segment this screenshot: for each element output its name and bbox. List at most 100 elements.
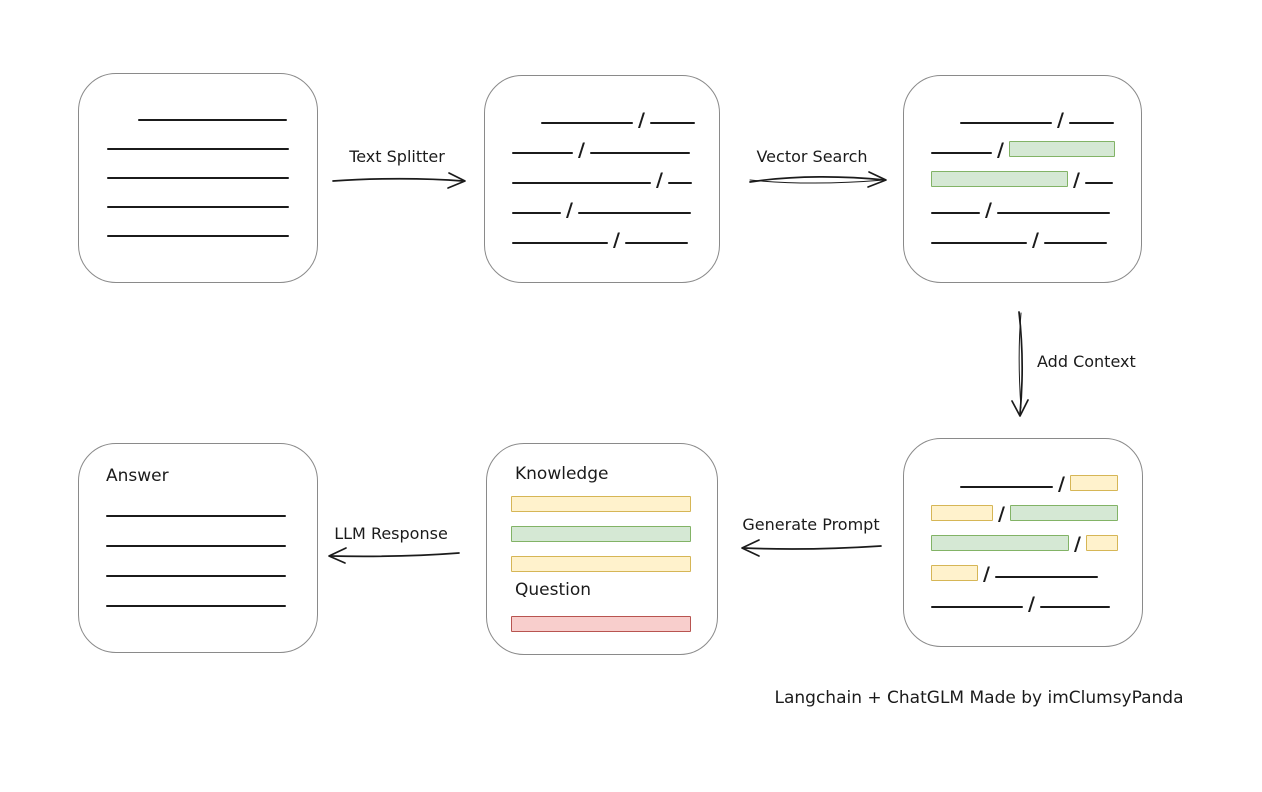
chunk-text-segment xyxy=(541,122,633,124)
chunk-text-segment xyxy=(960,122,1052,124)
document-text-lines xyxy=(79,74,317,282)
chunk-text-segment xyxy=(931,242,1027,244)
text-line xyxy=(107,177,289,179)
chunk-separator: / xyxy=(578,139,585,161)
generate-prompt-label: Generate Prompt xyxy=(742,515,880,534)
answer-text-lines xyxy=(79,444,317,652)
chunk-row: / xyxy=(931,98,1141,131)
chunk-highlight-yellow xyxy=(931,505,993,521)
chunk-text-segment xyxy=(589,152,690,154)
chunk-text-segment xyxy=(512,242,608,244)
answer-label: Answer xyxy=(106,466,169,486)
text-splitter-arrow xyxy=(332,172,466,189)
chunk-separator: / xyxy=(656,169,663,191)
diagram-caption: Langchain + ChatGLM Made by imClumsyPand… xyxy=(774,688,1184,708)
text-line xyxy=(107,235,289,237)
chunk-row: / xyxy=(931,582,1142,615)
chunk-highlight-yellow xyxy=(1069,475,1118,491)
node-split-chunks: / / / / / xyxy=(484,75,720,283)
chunk-row: / xyxy=(931,128,1141,161)
yellow-bar xyxy=(511,556,691,572)
text-line xyxy=(107,206,289,208)
add-context-arrow xyxy=(1011,311,1029,417)
chunk-separator: / xyxy=(985,199,992,221)
vector-search-arrow xyxy=(749,171,887,188)
node-source-document xyxy=(78,73,318,283)
yellow-bar xyxy=(511,496,691,512)
chunk-text-segment xyxy=(1039,606,1110,608)
chunk-text-segment xyxy=(512,182,651,184)
chunk-text-segment xyxy=(1043,242,1107,244)
add-context-label: Add Context xyxy=(1037,352,1136,371)
chunk-text-segment xyxy=(577,212,691,214)
split-chunk-rows: / / / / / xyxy=(485,76,719,282)
chunk-row: / xyxy=(512,188,719,221)
chunk-separator: / xyxy=(1074,533,1081,555)
chunk-row: / xyxy=(512,98,719,131)
chunk-row: / xyxy=(931,492,1142,525)
chunk-row: / xyxy=(512,158,719,191)
vector-search-label: Vector Search xyxy=(756,147,868,166)
chunk-text-segment xyxy=(649,122,695,124)
chunk-text-segment xyxy=(994,576,1098,578)
chunk-separator: / xyxy=(1032,229,1039,251)
chunk-text-segment xyxy=(512,212,561,214)
text-line xyxy=(106,545,286,547)
node-context-chunks: / / / / / xyxy=(903,438,1143,647)
generate-prompt-arrow xyxy=(741,539,882,557)
chunk-text-segment xyxy=(512,152,573,154)
red-bar xyxy=(511,616,691,632)
chunk-highlight-green xyxy=(931,535,1069,551)
question-bars xyxy=(511,616,691,646)
context-chunk-rows: / / / / / xyxy=(904,439,1142,646)
chunk-text-segment xyxy=(960,486,1053,488)
chunk-row: / xyxy=(931,188,1141,221)
green-bar xyxy=(511,526,691,542)
matched-chunk-rows: / / / / / xyxy=(904,76,1141,282)
text-line xyxy=(107,148,289,150)
chunk-row: / xyxy=(931,462,1142,495)
text-line xyxy=(138,119,287,121)
chunk-highlight-yellow xyxy=(931,565,978,581)
text-splitter-label: Text Splitter xyxy=(349,147,445,166)
node-matched-chunks: / / / / / xyxy=(903,75,1142,283)
chunk-row: / xyxy=(512,218,719,251)
chunk-highlight-yellow xyxy=(1085,535,1118,551)
chunk-text-segment xyxy=(931,152,992,154)
chunk-separator: / xyxy=(613,229,620,251)
chunk-text-segment xyxy=(1068,122,1114,124)
chunk-text-segment xyxy=(667,182,692,184)
node-prompt: Knowledge Question xyxy=(486,443,718,655)
chunk-row: / xyxy=(931,218,1141,251)
chunk-separator: / xyxy=(998,503,1005,525)
chunk-separator: / xyxy=(1073,169,1080,191)
chunk-separator: / xyxy=(1057,109,1064,131)
chunk-separator: / xyxy=(1058,473,1065,495)
chunk-row: / xyxy=(931,158,1141,191)
chunk-text-segment xyxy=(624,242,688,244)
chunk-row: / xyxy=(931,552,1142,585)
chunk-separator: / xyxy=(1028,593,1035,615)
text-line xyxy=(106,575,286,577)
chunk-text-segment xyxy=(931,212,980,214)
chunk-text-segment xyxy=(1084,182,1113,184)
node-answer: Answer xyxy=(78,443,318,653)
chunk-row: / xyxy=(931,522,1142,555)
knowledge-label: Knowledge xyxy=(515,464,609,484)
knowledge-bars xyxy=(511,496,691,586)
chunk-highlight-green xyxy=(931,171,1068,187)
chunk-row: / xyxy=(512,128,719,161)
chunk-separator: / xyxy=(566,199,573,221)
chunk-separator: / xyxy=(997,139,1004,161)
chunk-text-segment xyxy=(931,606,1023,608)
chunk-highlight-green xyxy=(1008,141,1115,157)
text-line xyxy=(106,515,286,517)
llm-response-arrow xyxy=(328,547,460,564)
chunk-separator: / xyxy=(983,563,990,585)
chunk-separator: / xyxy=(638,109,645,131)
chunk-highlight-green xyxy=(1009,505,1118,521)
text-line xyxy=(106,605,286,607)
chunk-text-segment xyxy=(996,212,1110,214)
